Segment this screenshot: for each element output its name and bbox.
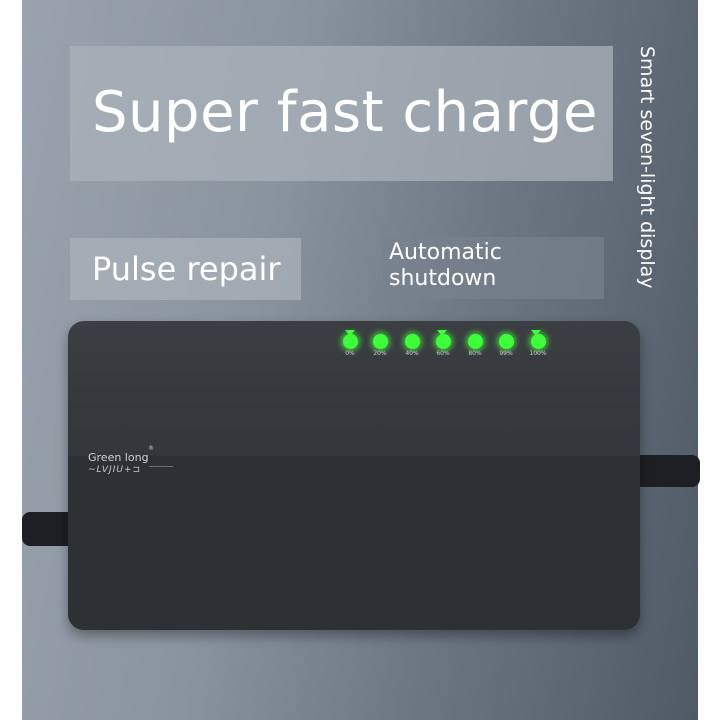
brand-logo-icon: ~LVJIU+⊐ [88,465,142,475]
led-label-5: 99% [499,350,513,357]
brand-tagline-decoration: ──────── [149,464,174,470]
led-label-0: 0% [345,350,355,357]
led-label-6: 100% [529,350,547,357]
indicator-arrow-2 [437,330,447,336]
led-indicator-2 [405,334,420,349]
feature-shutdown-line2: shutdown [389,266,497,291]
headline: Super fast charge [92,80,598,145]
led-indicator-1 [373,334,388,349]
feature-pulse: Pulse repair [92,250,281,288]
led-label-4: 80% [468,350,482,357]
registered-mark: ® [148,445,154,452]
led-label-2: 40% [405,350,419,357]
charger-front [68,456,640,630]
feature-shutdown: Automatic shutdown [389,240,502,292]
display-feature-vertical: Smart seven-light display [632,46,662,306]
led-label-3: 60% [436,350,450,357]
led-indicator-3 [436,334,451,349]
led-indicator-6 [531,334,546,349]
auto-shutdown-panel: Automatic shutdown [383,237,604,299]
feature-shutdown-line1: Automatic [389,240,502,265]
led-indicator-4 [468,334,483,349]
indicator-arrow-1 [345,330,355,336]
led-indicator-0 [343,334,358,349]
pulse-repair-panel: Pulse repair [70,238,301,300]
led-indicator-5 [499,334,514,349]
indicator-arrow-3 [531,330,541,336]
led-label-1: 20% [373,350,387,357]
brand-name: Green long [88,451,149,464]
feature-display: Smart seven-light display [636,46,658,289]
headline-panel: Super fast charge [70,46,613,181]
